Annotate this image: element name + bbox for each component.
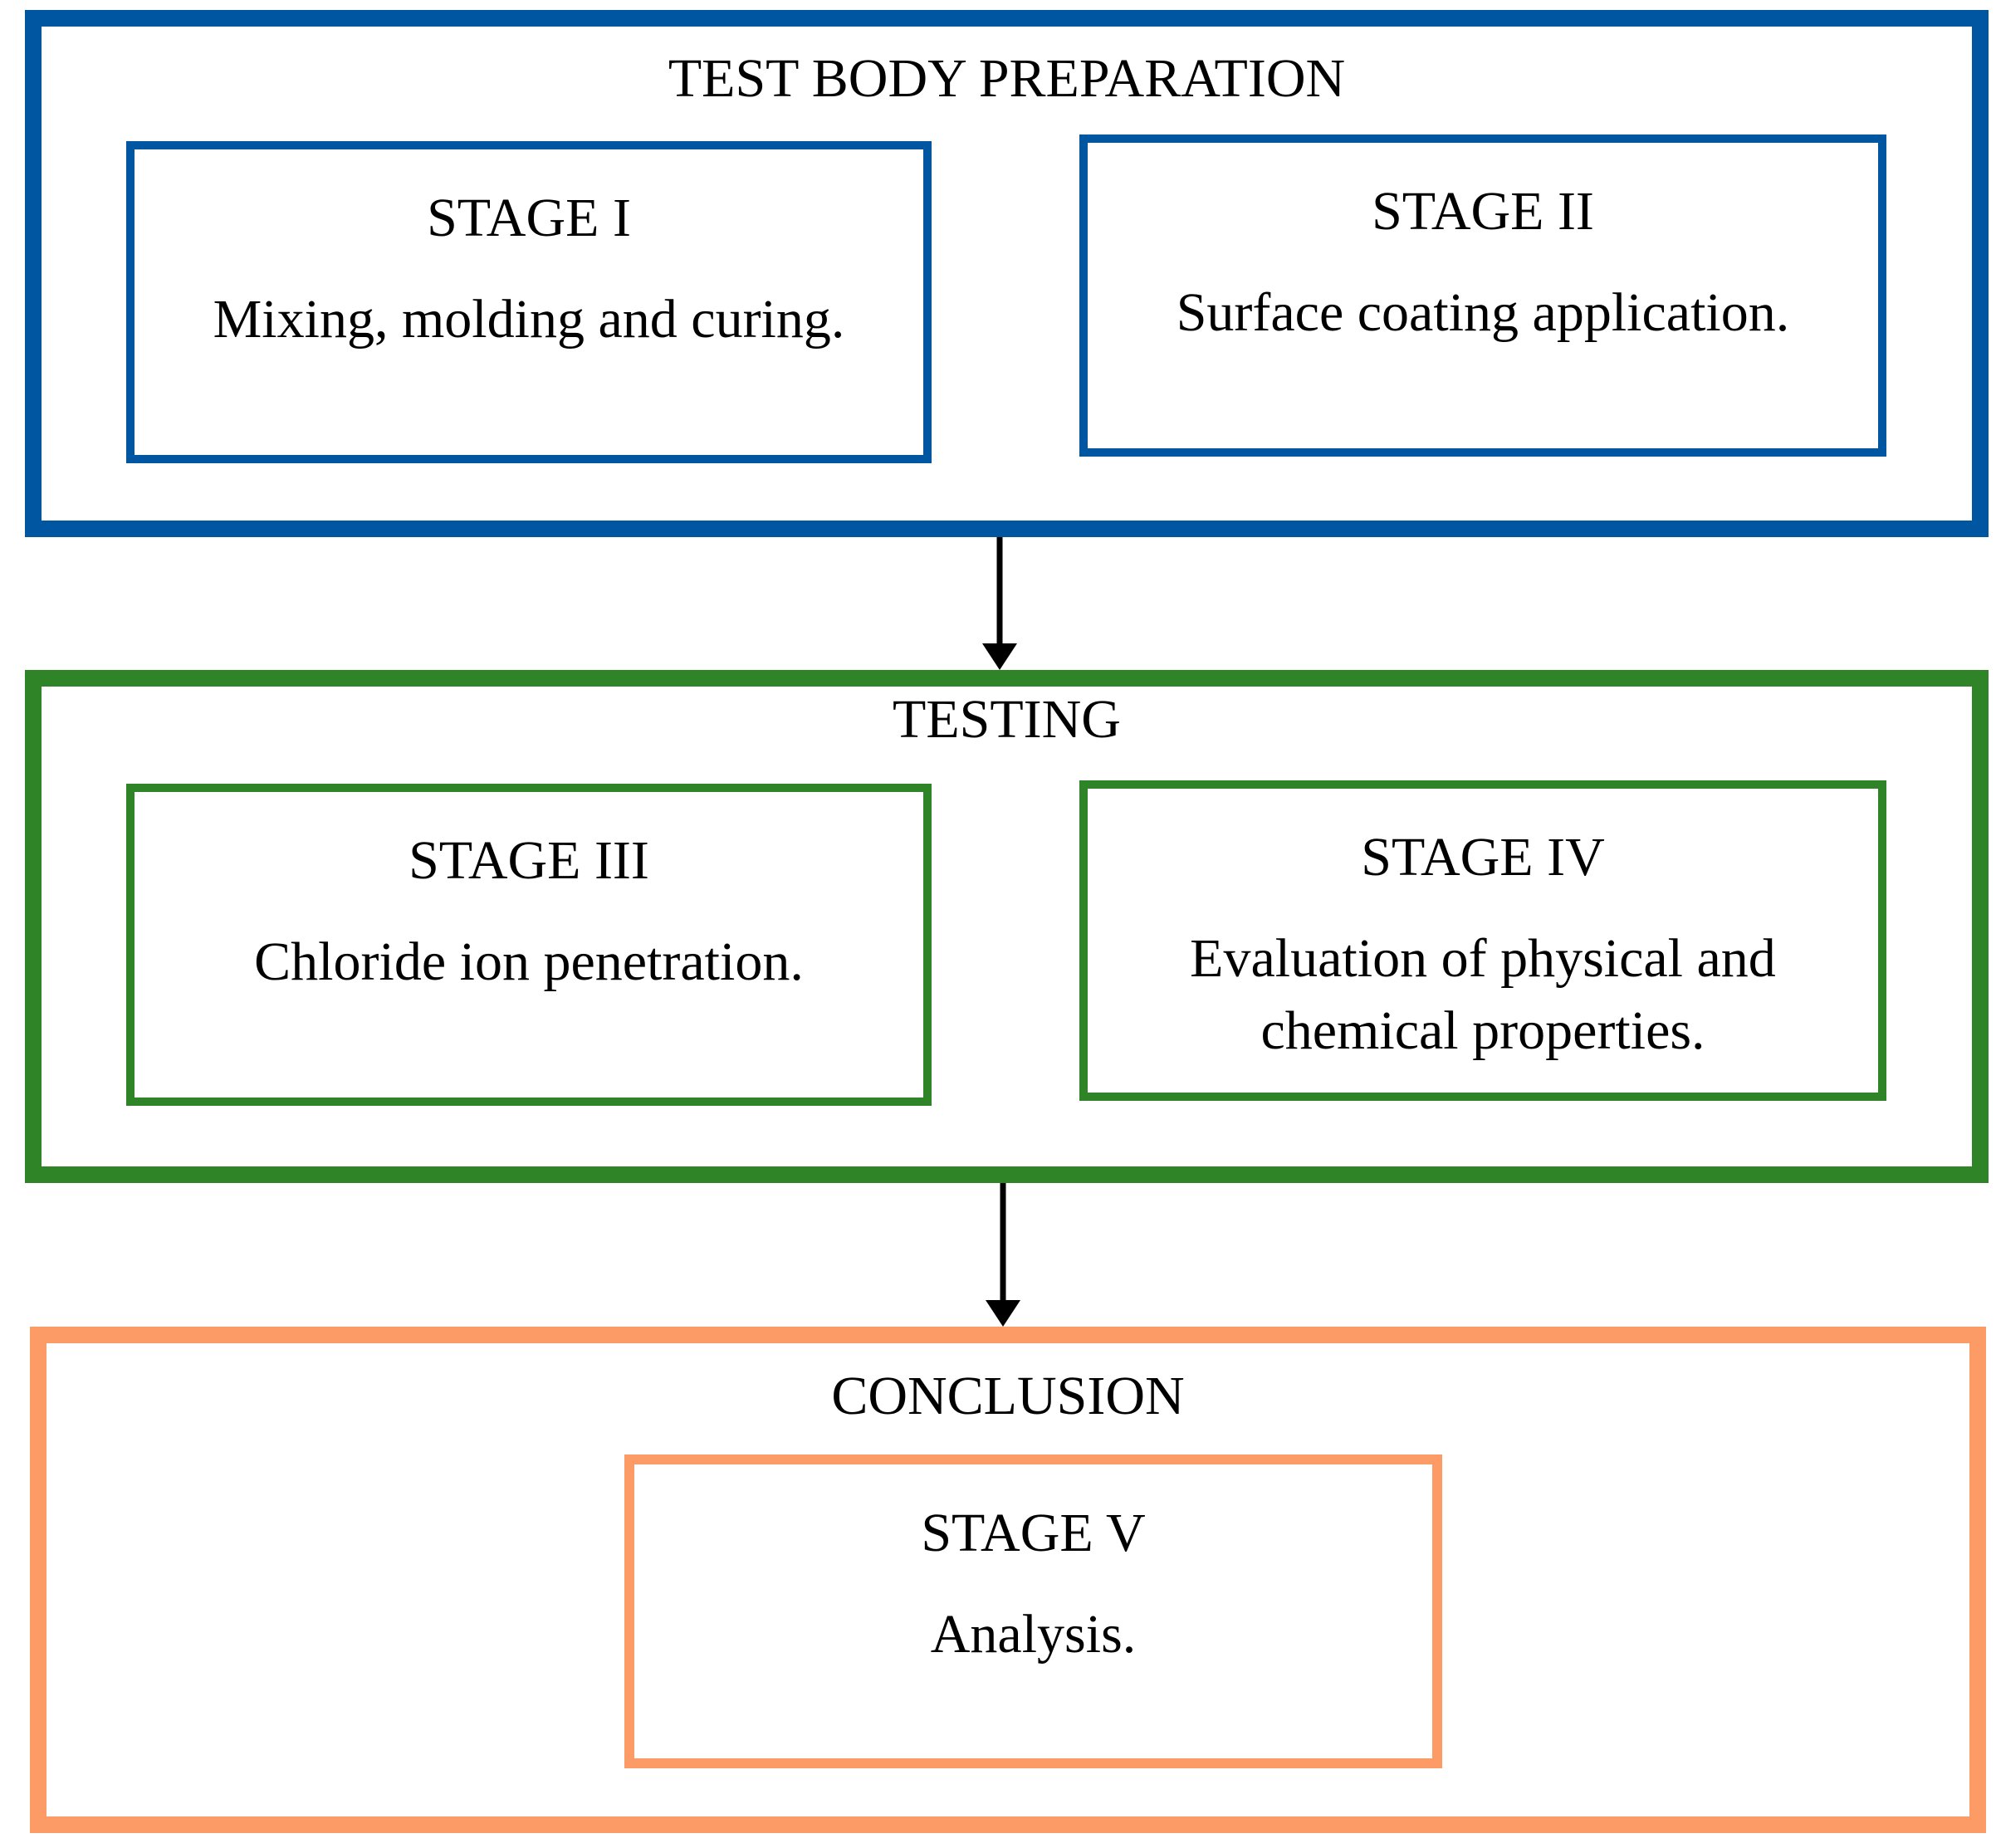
- section-test-body-preparation: TEST BODY PREPARATION STAGE I Mixing, mo…: [25, 10, 1989, 537]
- down-arrow-1-icon: [982, 537, 1017, 670]
- stage-label-stage-3: STAGE III: [408, 830, 649, 891]
- stage-description-stage-2: Surface coating application.: [1176, 282, 1790, 343]
- stage-label-stage-1: STAGE I: [427, 188, 631, 248]
- section-conclusion: CONCLUSION STAGE V Analysis.: [30, 1327, 1986, 1833]
- stage-box-stage-3: STAGE III Chloride ion penetration.: [126, 784, 932, 1106]
- section-title-testing: TESTING: [893, 689, 1121, 750]
- stage-box-stage-4: STAGE IV Evaluation of physical and chem…: [1079, 780, 1886, 1101]
- stage-label-stage-2: STAGE II: [1372, 181, 1594, 242]
- stage-description-stage-1: Mixing, molding and curing.: [213, 289, 845, 350]
- stage-description-stage-5: Analysis.: [930, 1604, 1137, 1665]
- arrow-head: [982, 643, 1017, 670]
- stage-box-stage-5: STAGE V Analysis.: [624, 1454, 1442, 1768]
- stage-label-stage-4: STAGE IV: [1361, 827, 1605, 887]
- stage-box-stage-2: STAGE II Surface coating application.: [1079, 134, 1886, 457]
- stage-description-stage-3: Chloride ion penetration.: [254, 931, 804, 992]
- down-arrow-2-icon: [986, 1183, 1020, 1327]
- stage-description-stage-4: Evaluation of physical and chemical prop…: [1190, 928, 1776, 1061]
- stage-label-stage-5: STAGE V: [921, 1503, 1146, 1563]
- section-title-conclusion: CONCLUSION: [831, 1366, 1185, 1426]
- section-testing: TESTING STAGE III Chloride ion penetrati…: [25, 670, 1989, 1183]
- stage-box-stage-1: STAGE I Mixing, molding and curing.: [126, 141, 932, 463]
- arrow-head: [986, 1300, 1020, 1327]
- section-title-test-body-preparation: TEST BODY PREPARATION: [668, 48, 1346, 109]
